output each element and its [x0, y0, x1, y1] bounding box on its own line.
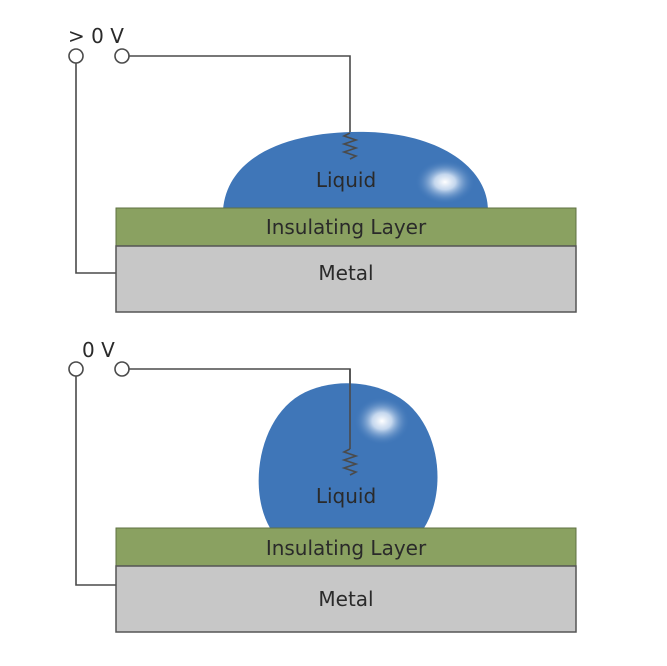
insulating-layer [115, 527, 577, 567]
electrode-zigzag [341, 448, 359, 476]
liquid-label: Liquid [316, 484, 376, 508]
metal-label: Metal [318, 261, 373, 285]
terminal-right [114, 361, 130, 377]
droplet-highlight [415, 160, 475, 204]
metal-label: Metal [318, 587, 373, 611]
insulating-layer [115, 207, 577, 247]
wire-right [129, 55, 351, 133]
voltage-label: > 0 V [68, 24, 124, 48]
metal-base [115, 245, 577, 313]
wire-left [75, 376, 116, 586]
panel-no-voltage: 0 V Liquid Insulating Layer Metal [68, 338, 577, 633]
electrode-zigzag-overlay [341, 132, 359, 160]
insulating-layer-label: Insulating Layer [266, 215, 427, 239]
droplet-highlight [354, 397, 410, 445]
insulating-layer-label: Insulating Layer [266, 536, 427, 560]
terminal-left [68, 361, 84, 377]
liquid-label: Liquid [316, 168, 376, 192]
voltage-label: 0 V [82, 338, 115, 362]
panel-voltage-applied: > 0 V Liquid Insulating Layer Metal [68, 24, 577, 313]
metal-base [115, 565, 577, 633]
terminal-right [114, 48, 130, 64]
wire-left [75, 63, 116, 274]
terminal-left [68, 48, 84, 64]
